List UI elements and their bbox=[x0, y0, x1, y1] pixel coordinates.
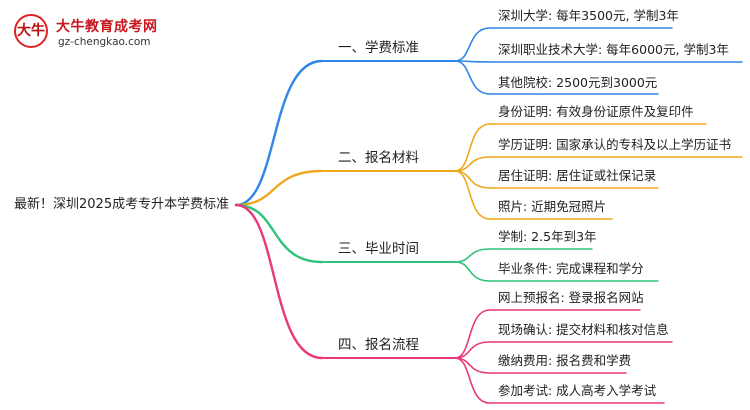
branch-to-leaf-connector bbox=[454, 261, 491, 282]
root-to-branch-connector bbox=[234, 59, 324, 207]
leaf-materials-diploma: 学历证明: 国家承认的专科及以上学历证书 bbox=[498, 137, 732, 152]
leaf-graduation-conditions: 毕业条件: 完成课程和学分 bbox=[498, 261, 644, 276]
branch-to-leaf-connector bbox=[454, 60, 491, 95]
root-to-branch-connector bbox=[234, 203, 324, 360]
leaf-process-exam: 参加考试: 成人高考入学考试 bbox=[498, 383, 657, 398]
leaf-materials-residence: 居住证明: 居住证或社保记录 bbox=[498, 168, 657, 183]
branch-label-fees: 一、学费标准 bbox=[338, 40, 419, 56]
branch-to-leaf-connector bbox=[454, 248, 491, 263]
logo-name: 大牛教育成考网 bbox=[56, 19, 158, 35]
root-to-branch-connector bbox=[234, 169, 324, 207]
branch-to-leaf-connector bbox=[454, 170, 491, 220]
branch-label-process: 四、报名流程 bbox=[338, 337, 419, 353]
leaf-materials-photo: 照片: 近期免冠照片 bbox=[498, 199, 607, 214]
leaf-fees-szpu: 深圳职业技术大学: 每年6000元, 学制3年 bbox=[498, 42, 729, 57]
branch-label-graduation: 三、毕业时间 bbox=[338, 241, 419, 257]
site-logo: 大牛 大牛教育成考网 gz-chengkao.com bbox=[6, 10, 158, 54]
leaf-materials-id: 身份证明: 有效身份证原件及复印件 bbox=[498, 104, 694, 119]
leaf-fees-others: 其他院校: 2500元到3000元 bbox=[498, 75, 658, 90]
branch-to-leaf-connector bbox=[454, 27, 491, 62]
leaf-fees-szu: 深圳大学: 每年3500元, 学制3年 bbox=[498, 8, 679, 23]
branch-to-leaf-connector bbox=[454, 357, 491, 404]
logo-url: gz-chengkao.com bbox=[58, 36, 151, 48]
logo-mark-icon: 大牛 bbox=[14, 14, 48, 48]
leaf-process-confirm: 现场确认: 提交材料和核对信息 bbox=[498, 322, 669, 337]
branch-to-leaf-connector bbox=[454, 309, 491, 359]
root-topic: 最新！深圳2025成考专升本学费标准 bbox=[14, 197, 230, 212]
leaf-graduation-duration: 学制: 2.5年到3年 bbox=[498, 229, 597, 244]
leaf-process-prereg: 网上预报名: 登录报名网站 bbox=[498, 290, 644, 305]
root-to-branch-connector bbox=[234, 203, 324, 264]
branch-to-leaf-connector bbox=[454, 123, 491, 172]
branch-label-materials: 二、报名材料 bbox=[338, 150, 419, 166]
leaf-process-payment: 缴纳费用: 报名费和学费 bbox=[498, 353, 632, 368]
